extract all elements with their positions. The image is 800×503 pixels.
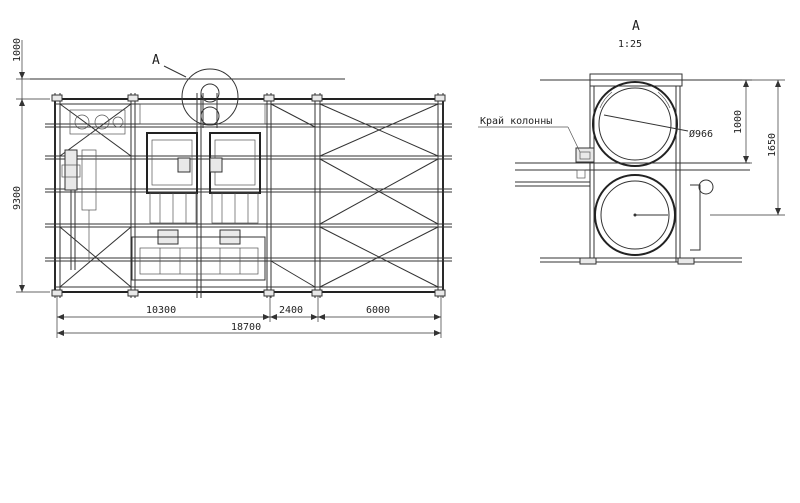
- dim-height-total: 9300: [12, 186, 23, 210]
- support-beam: [515, 147, 750, 187]
- dim-bay-left: 10300: [146, 305, 176, 316]
- dim-length-total: 18700: [231, 322, 261, 333]
- plan-view: A 1000 9300: [12, 38, 452, 338]
- detail-title: A: [632, 19, 640, 34]
- callout-label: A: [152, 53, 160, 68]
- plan-dimensions: 1000 9300 10300 2400 6000 18700: [12, 38, 442, 338]
- leader-label: Край колонны: [480, 115, 552, 127]
- detail-dimensions: 1000 1650: [682, 79, 785, 216]
- dim-bay-middle: 2400: [279, 305, 303, 316]
- detail-view: A 1:25: [478, 19, 785, 265]
- structure-frame: [45, 93, 452, 298]
- dim-detail-outer: 1650: [767, 133, 778, 157]
- upper-pipe: [592, 81, 689, 167]
- dim-height-top: 1000: [12, 38, 23, 62]
- diameter-label: Ø966: [689, 128, 713, 140]
- dim-detail-inner: 1000: [733, 110, 744, 134]
- central-units: [131, 83, 266, 281]
- detail-callout: A: [152, 53, 239, 126]
- left-equipment: [61, 109, 126, 270]
- lower-pipe: [540, 174, 742, 265]
- dim-bay-right: 6000: [366, 305, 390, 316]
- detail-scale: 1:25: [618, 39, 642, 50]
- cross-bracing: [59, 103, 439, 288]
